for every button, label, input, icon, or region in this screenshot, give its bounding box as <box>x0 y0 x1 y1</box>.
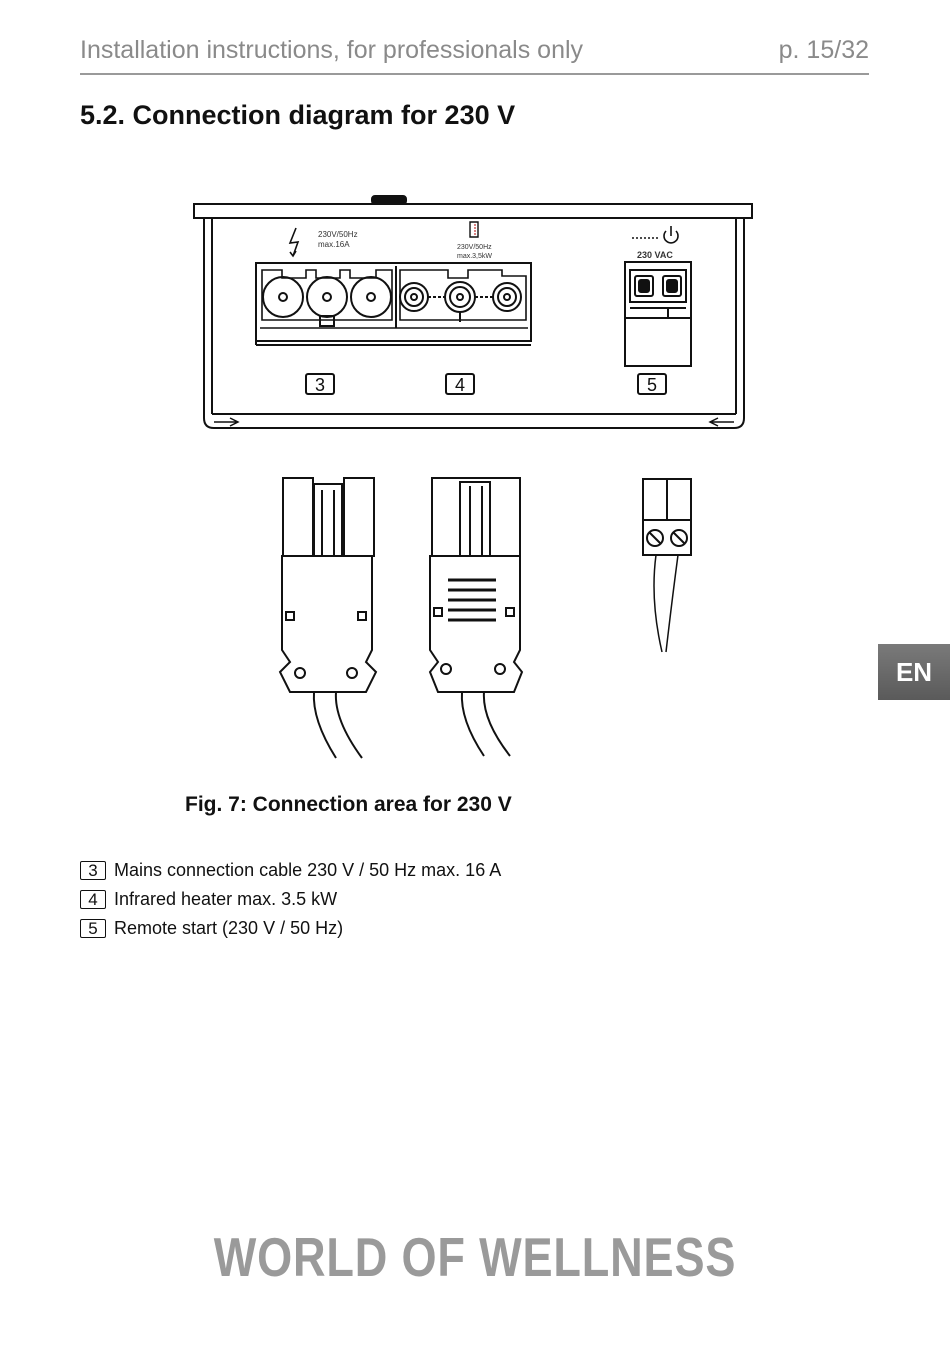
power-icon <box>663 226 679 244</box>
header-divider <box>80 73 869 75</box>
mains-socket <box>261 269 393 327</box>
page-number: p. 15/32 <box>778 36 869 64</box>
mains-heater-socket-block <box>255 262 532 346</box>
lightning-icon <box>288 227 300 258</box>
control-unit-housing <box>193 195 753 429</box>
heater-port-rating: max.3,5kW <box>457 253 492 260</box>
legend-text: Infrared heater max. 3.5 kW <box>114 889 338 909</box>
heater-icon <box>469 221 479 238</box>
header-title: Installation instructions, for professio… <box>80 36 584 64</box>
remote-terminal-block <box>624 261 692 367</box>
figure-caption: Fig. 7: Connection area for 230 V <box>185 793 512 816</box>
legend-item: 5 Remote start (230 V / 50 Hz) <box>80 914 501 943</box>
remote-port-label: 230 VAC <box>637 250 673 260</box>
legend-number: 4 <box>80 890 106 909</box>
legend-text: Remote start (230 V / 50 Hz) <box>114 918 344 938</box>
connection-diagram: 230V/50Hz max.16A 230V/50Hz max.3,5kW 23… <box>193 195 753 759</box>
mains-port-rating: max.16A <box>318 240 350 249</box>
number-5: 5 <box>647 375 657 395</box>
mains-port-label: 230V/50Hz <box>318 230 358 239</box>
remote-plug <box>642 478 692 653</box>
number-box-3 <box>305 373 335 395</box>
brand-logo: WORLD OF WELLNESS <box>213 1226 737 1288</box>
heater-port-label: 230V/50Hz <box>457 244 492 251</box>
heater-plug <box>428 477 524 757</box>
mains-plug <box>278 477 378 759</box>
heater-socket <box>399 269 527 322</box>
number-3: 3 <box>315 375 325 395</box>
legend-text: Mains connection cable 230 V / 50 Hz max… <box>114 860 502 880</box>
number-box-4 <box>445 373 475 395</box>
number-4: 4 <box>455 375 465 395</box>
legend-item: 4 Infrared heater max. 3.5 kW <box>80 885 501 914</box>
legend-list: 3 Mains connection cable 230 V / 50 Hz m… <box>80 856 501 943</box>
legend-number: 3 <box>80 861 106 880</box>
legend-item: 3 Mains connection cable 230 V / 50 Hz m… <box>80 856 501 885</box>
number-box-5 <box>637 373 667 395</box>
section-title: 5.2. Connection diagram for 230 V <box>80 100 516 130</box>
legend-number: 5 <box>80 919 106 938</box>
language-tab: EN <box>878 644 950 700</box>
